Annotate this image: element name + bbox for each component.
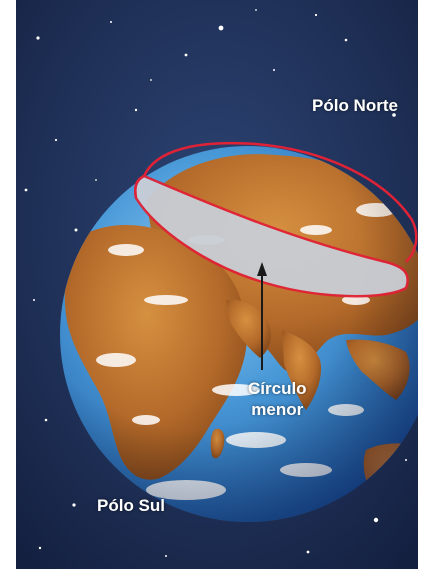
south-pole-label: Pólo Sul xyxy=(97,496,165,515)
small-circle-label-line2: menor xyxy=(251,400,304,419)
earth-illustration xyxy=(16,0,418,569)
small-circle-arrow xyxy=(257,262,267,370)
small-circle-band xyxy=(134,141,418,298)
small-circle-label-line1: Círculo xyxy=(248,379,307,398)
small-circle-label: Círculo menor xyxy=(248,378,307,420)
north-pole-label: Pólo Norte xyxy=(312,96,398,115)
